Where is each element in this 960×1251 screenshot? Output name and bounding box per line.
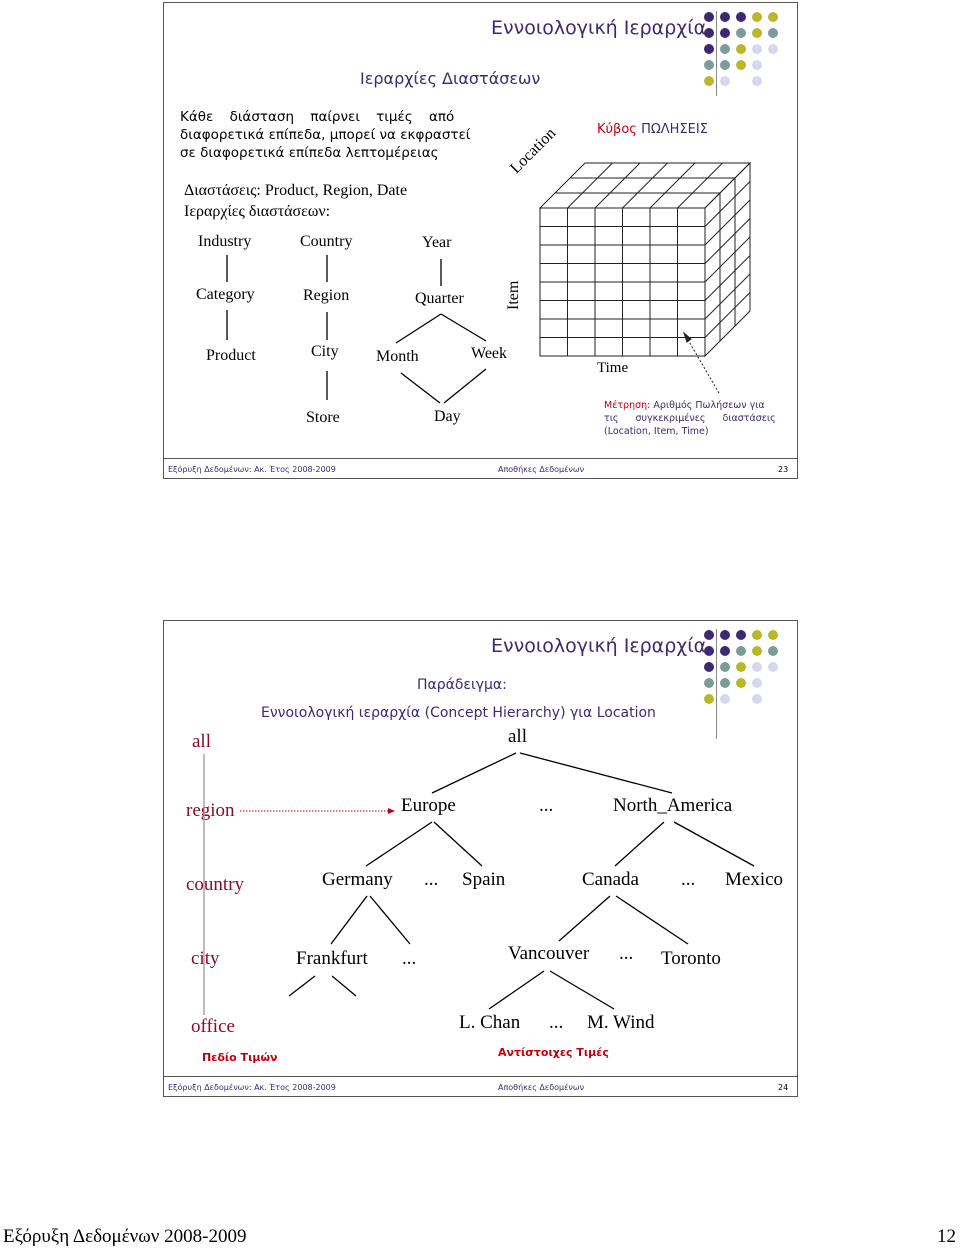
page-footer-number: 12: [937, 1226, 956, 1247]
title-divider: [716, 11, 717, 96]
intro-line-2: διαφορετικά επίπεδα, μπορεί να εκφραστεί: [180, 127, 471, 143]
page-number: 24: [778, 1083, 789, 1092]
node-quarter: Quarter: [415, 290, 464, 307]
cube-label: Κύβος ΠΩΛΗΣΕΙΣ: [597, 122, 708, 137]
example-text: Εννοιολογική ιεραρχία (Concept Hierarchy…: [261, 705, 656, 721]
node-region-ellipsis: ...: [539, 795, 554, 816]
hierarchy-lines: [226, 255, 487, 404]
node-mexico: Mexico: [725, 869, 784, 890]
level-country: country: [186, 874, 245, 895]
intro-line-1: Κάθε διάσταση παίρνει τιμές από: [180, 109, 455, 125]
footer-rule: [164, 458, 797, 459]
slide-title: Εννοιολογική Ιεραρχία: [491, 17, 707, 39]
slide-subtitle: Ιεραρχίες Διαστάσεων: [360, 69, 541, 88]
levels-caption: Πεδίο Τιμών: [202, 1051, 278, 1064]
example-label: Παράδειγμα:: [417, 677, 507, 693]
page-number: 23: [778, 465, 789, 474]
page-footer-left: Εξόρυξη Δεδομένων 2008-2009: [3, 1226, 247, 1247]
footer-center: Αποθήκες Δεδομένων: [498, 1083, 585, 1092]
node-year: Year: [422, 234, 452, 251]
slide-title: Εννοιολογική Ιεραρχία: [491, 635, 707, 657]
axis-item-label: Item: [505, 280, 522, 310]
node-country-ellipsis-2: ...: [681, 869, 696, 890]
node-country: Country: [300, 233, 353, 250]
slide-23: Εννοιολογική Ιεραρχία Ιεραρχίες Διαστάσε…: [163, 2, 798, 479]
title-divider: [716, 629, 717, 739]
node-city-ellipsis-2: ...: [619, 943, 634, 964]
hierarchies-line: Ιεραρχίες διαστάσεων:: [184, 203, 331, 220]
node-region: Region: [303, 287, 350, 304]
node-week: Week: [471, 345, 508, 362]
node-store: Store: [306, 409, 340, 426]
node-canada: Canada: [582, 869, 639, 890]
footer-left: Εξόρυξη Δεδομένων: Ακ. Έτος 2008-2009: [168, 465, 336, 474]
node-all: all: [508, 726, 527, 747]
node-frankfurt: Frankfurt: [296, 948, 368, 969]
decorative-dot-grid: [704, 12, 778, 86]
footer-left: Εξόρυξη Δεδομένων: Ακ. Έτος 2008-2009: [168, 1083, 336, 1092]
measure-text-1: Αριθμός Πωλήσεων για: [653, 400, 765, 411]
measure-text-2: τις συγκεκριμένες διαστάσεις: [604, 413, 776, 424]
node-city-ellipsis-1: ...: [402, 948, 417, 969]
values-caption: Αντίστοιχες Τιμές: [498, 1046, 609, 1059]
node-north-america: North_America: [613, 795, 733, 816]
node-toronto: Toronto: [661, 948, 721, 969]
level-region: region: [186, 800, 235, 821]
cube-label-prefix: Κύβος: [597, 122, 637, 137]
dimensions-line: Διαστάσεις: Product, Region, Date: [184, 182, 408, 199]
node-day: Day: [434, 408, 461, 425]
measure-label: Μέτρηση:: [604, 400, 651, 411]
node-m-wind: M. Wind: [587, 1012, 655, 1033]
node-l-chan: L. Chan: [459, 1012, 521, 1033]
node-office-ellipsis: ...: [549, 1012, 564, 1033]
footer-center: Αποθήκες Δεδομένων: [498, 465, 585, 474]
intro-line-3: σε διαφορετικά επίπεδα λεπτομέρειας: [180, 145, 439, 161]
level-city: city: [191, 948, 220, 969]
node-europe: Europe: [401, 795, 456, 816]
cube-name: ΠΩΛΗΣΕΙΣ: [641, 122, 708, 137]
level-office: office: [191, 1016, 235, 1037]
concept-tree-edges: [203, 752, 755, 1015]
level-all: all: [192, 731, 211, 752]
sales-cube: [538, 161, 752, 394]
footer-rule: [164, 1076, 797, 1077]
node-product: Product: [206, 347, 256, 364]
axis-time-label: Time: [597, 360, 629, 376]
node-month: Month: [376, 348, 419, 365]
measure-text-3: (Location, Item, Time): [604, 426, 709, 437]
decorative-dot-grid: [704, 630, 778, 704]
node-industry: Industry: [198, 233, 252, 250]
node-vancouver: Vancouver: [508, 943, 590, 964]
node-spain: Spain: [462, 869, 506, 890]
slide-24: Εννοιολογική Ιεραρχία Παράδειγμα: Εννοιο…: [163, 620, 798, 1097]
node-germany: Germany: [322, 869, 393, 890]
node-category: Category: [196, 286, 255, 303]
measure-note: Μέτρηση: Αριθμός Πωλήσεων για τις συγκεκ…: [604, 399, 782, 438]
node-country-ellipsis-1: ...: [424, 869, 439, 890]
node-city: City: [311, 343, 339, 360]
